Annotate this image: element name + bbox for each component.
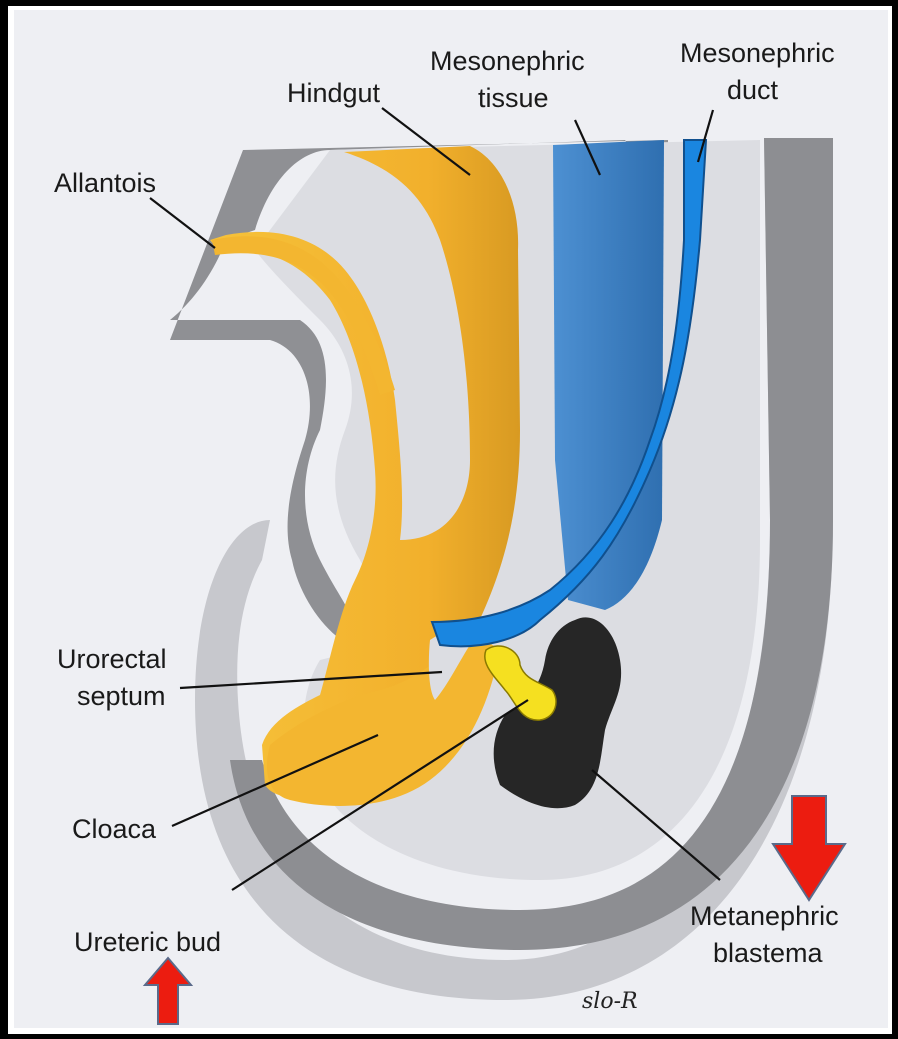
- label-metanephric-blastema-line1: Metanephric: [690, 901, 839, 931]
- label-metanephric-blastema-line2: blastema: [713, 938, 824, 968]
- label-ureteric-bud: Ureteric bud: [74, 927, 221, 957]
- artist-signature: slo-R: [582, 989, 638, 1014]
- label-urorectal-septum-line2: septum: [77, 681, 166, 711]
- label-mesonephric-tissue-line1: Mesonephric: [430, 46, 585, 76]
- label-mesonephric-duct-line2: duct: [727, 75, 779, 105]
- label-mesonephric-tissue-line2: tissue: [478, 83, 549, 113]
- label-hindgut: Hindgut: [287, 78, 381, 108]
- label-allantois: Allantois: [54, 168, 156, 198]
- label-mesonephric-duct-line1: Mesonephric: [680, 38, 835, 68]
- label-urorectal-septum-line1: Urorectal: [57, 644, 167, 674]
- label-cloaca: Cloaca: [72, 814, 157, 844]
